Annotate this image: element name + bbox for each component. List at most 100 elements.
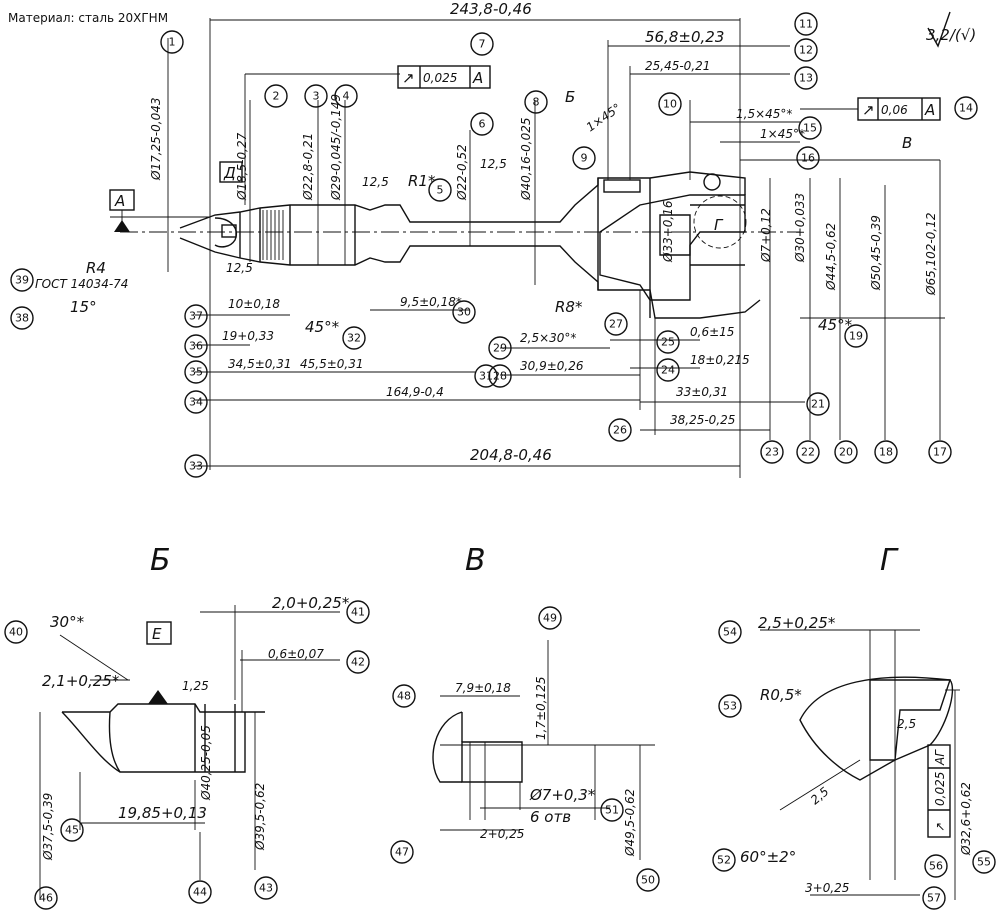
balloon-1: 1 <box>169 36 176 49</box>
dim-g52: 60°±2° <box>740 848 796 866</box>
dim-34: 164,9-0,4 <box>386 385 444 399</box>
tolerance-frame-56: АГ 0,025 ↗ <box>927 744 951 838</box>
dim-6: Ø22-0,52 <box>455 144 469 201</box>
dim-32: 45°* <box>305 318 340 336</box>
dim-26: 38,25-0,25 <box>670 413 735 427</box>
balloon-29-circle <box>488 336 512 360</box>
balloon-19: 19 <box>849 330 863 343</box>
dim-v51b: 6 отв <box>530 808 571 826</box>
balloon-36: 36 <box>189 340 203 353</box>
dim-22: Ø30+0,033 <box>793 193 807 263</box>
balloon-21: 21 <box>811 398 825 411</box>
balloon-41-circle <box>346 600 370 624</box>
balloon-7: 7 <box>479 38 486 51</box>
balloon-29: 29 <box>493 342 507 355</box>
hatched-section <box>599 194 746 301</box>
balloon-16: 16 <box>801 152 815 165</box>
dim-v47: 2+0,25 <box>480 827 524 841</box>
balloon-16-circle <box>796 146 820 170</box>
balloon-11: 11 <box>799 18 813 31</box>
balloon-7-circle <box>470 32 494 56</box>
rough-1: 12,5 <box>480 157 507 171</box>
balloon-9-circle <box>572 146 596 170</box>
balloon-45-circle <box>60 818 84 842</box>
dim-35: 34,5±0,31 <box>228 357 292 371</box>
balloon-45: 45 <box>65 824 79 837</box>
dim-v48: 7,9±0,18 <box>455 681 511 695</box>
balloon-54-circle <box>718 620 742 644</box>
balloon-38-circle <box>10 306 34 330</box>
balloon-53: 53 <box>723 700 737 713</box>
main-label-b: Б <box>565 88 575 106</box>
balloon-32: 32 <box>347 332 361 345</box>
dim-g57: 3+0,25 <box>805 881 849 895</box>
balloon-30-circle <box>452 300 476 324</box>
balloon-56: 56 <box>929 860 943 873</box>
balloon-47: 47 <box>395 846 409 859</box>
svg-text:↗: ↗ <box>862 101 875 119</box>
svg-text:↗: ↗ <box>933 822 947 832</box>
balloon-24-circle <box>656 358 680 382</box>
datum-e-label: Е <box>152 625 162 643</box>
dim-1: Ø17,25-0,043 <box>149 98 163 181</box>
balloon-33-circle <box>184 454 208 478</box>
balloon-31: 31 <box>479 370 493 383</box>
balloon-28-circle <box>488 364 512 388</box>
balloon-17-circle <box>928 440 952 464</box>
dim-8: Ø40,16-0,025 <box>519 118 533 201</box>
roughness-symbol: 3,2/(√) <box>926 26 976 44</box>
dim-24: 18±0,215 <box>690 353 750 367</box>
svg-text:A: A <box>472 69 483 87</box>
balloon-26: 26 <box>613 424 627 437</box>
balloon-25: 25 <box>661 336 675 349</box>
dim-30: 9,5±0,18* <box>400 295 462 309</box>
datum-d-label: Д <box>223 164 236 182</box>
dim-g25a: 2,5 <box>897 717 916 731</box>
balloon-48-circle <box>392 684 416 708</box>
material-label: Материал: сталь 20ХГНМ <box>8 11 168 25</box>
balloon-5: 5 <box>437 184 444 197</box>
balloon-20: 20 <box>839 446 853 459</box>
svg-text:АГ: АГ <box>933 749 947 766</box>
balloon-35-circle <box>184 360 208 384</box>
balloon-40: 40 <box>9 626 23 639</box>
balloon-57: 57 <box>927 892 941 905</box>
balloon-20-circle <box>834 440 858 464</box>
hole-v <box>703 173 721 191</box>
dim-25: 0,6±15 <box>690 325 734 339</box>
inner-bore <box>659 204 745 266</box>
balloon-8: 8 <box>533 96 540 109</box>
view-v-title: В <box>465 543 486 578</box>
balloon-27-circle <box>604 312 628 336</box>
dim-38: 15° <box>70 298 97 316</box>
dim-g55: Ø32,6+0,62 <box>959 782 973 856</box>
balloon-38: 38 <box>15 312 29 325</box>
svg-text:0,025: 0,025 <box>933 772 947 806</box>
balloon-56-circle <box>924 854 948 878</box>
balloon-13-circle <box>794 66 818 90</box>
balloon-10-circle <box>658 92 682 116</box>
balloon-40-circle <box>4 620 28 644</box>
balloon-18: 18 <box>879 446 893 459</box>
dim-b46: Ø37,5-0,39 <box>41 793 55 861</box>
tolerance-frame-14: ↗ 0,06 A <box>857 97 941 121</box>
balloon-22: 22 <box>801 446 815 459</box>
balloon-47-circle <box>390 840 414 864</box>
balloon-57-circle <box>922 886 946 910</box>
dim-inner: Ø33+0,16 <box>661 200 675 263</box>
balloon-51: 51 <box>605 804 619 817</box>
balloon-49: 49 <box>543 612 557 625</box>
dim-33: 204,8-0,46 <box>470 446 552 464</box>
balloon-8-circle <box>524 90 548 114</box>
datum-d-frame <box>219 161 243 183</box>
balloon-52-circle <box>712 848 736 872</box>
balloon-46-circle <box>34 886 58 910</box>
dim-b125: 1,25 <box>182 679 209 693</box>
svg-text:↗: ↗ <box>402 69 415 87</box>
balloon-26-circle <box>608 418 632 442</box>
balloon-2-circle <box>264 84 288 108</box>
balloon-51-circle <box>600 798 624 822</box>
dim-b42: 0,6±0,07 <box>268 647 324 661</box>
balloon-46: 46 <box>39 892 53 905</box>
